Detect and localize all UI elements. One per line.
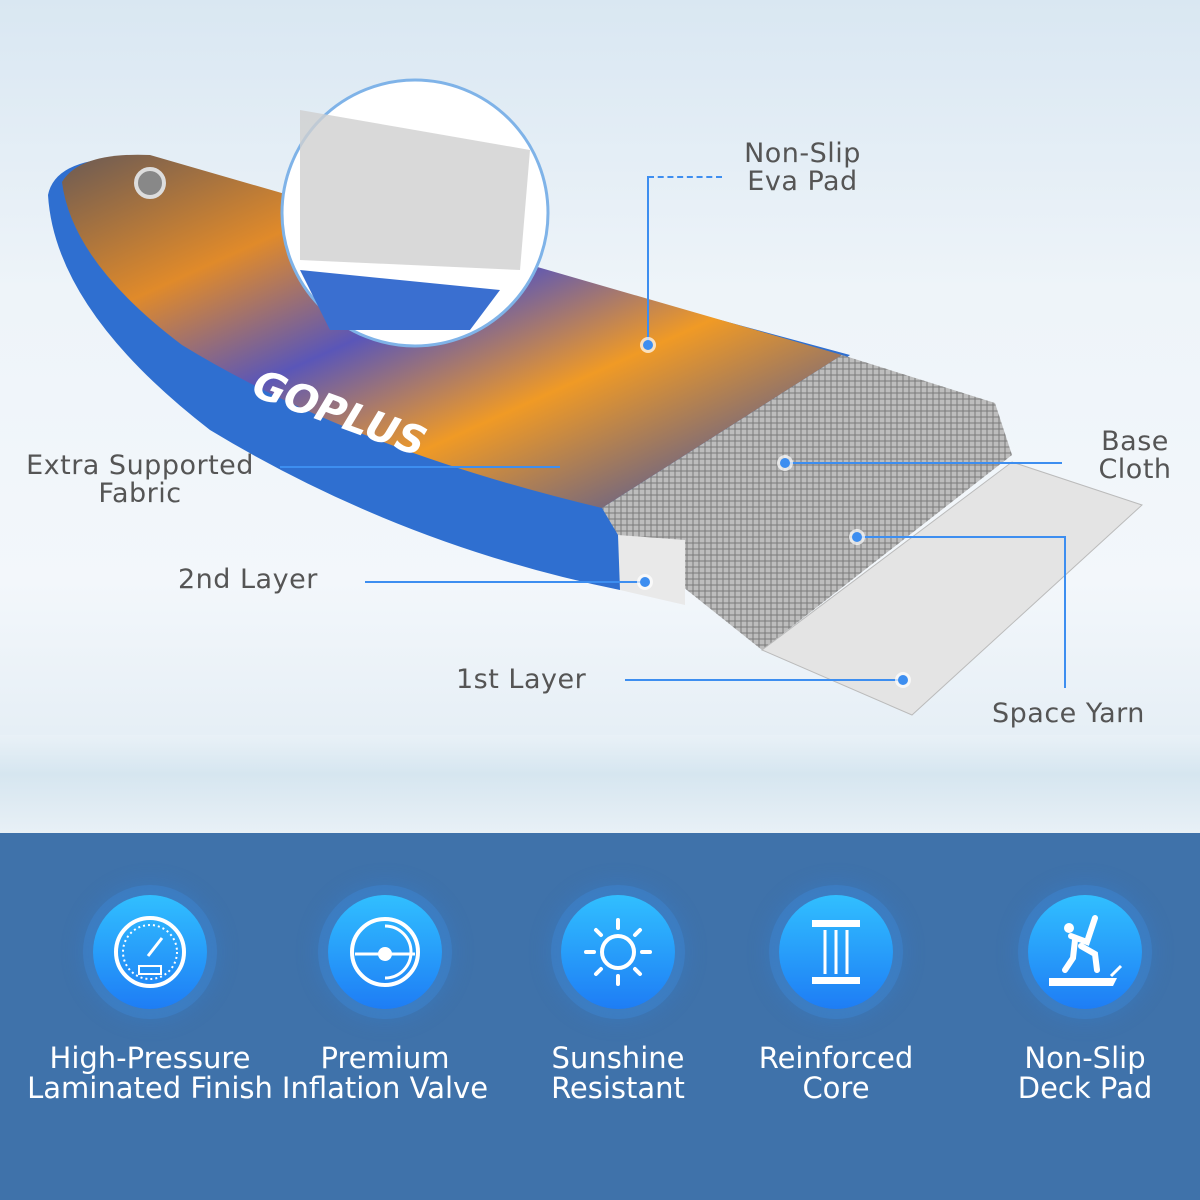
leader-line (280, 466, 560, 468)
leader-line (785, 462, 1062, 464)
callout-first-layer: 1st Layer (456, 664, 587, 695)
valve-icon (328, 895, 442, 1009)
callout-base-cloth: Base Cloth (1090, 428, 1180, 484)
feature-label: High-Pressure (49, 1041, 251, 1075)
feature-label: Deck Pad (1017, 1071, 1153, 1105)
magnified-inset (280, 78, 550, 348)
leader-line (648, 176, 722, 178)
sea-horizon (0, 735, 1200, 833)
feature-label: Core (802, 1071, 870, 1105)
callout-fabric: Extra Supported Fabric (15, 452, 265, 508)
feature-label: Reinforced (758, 1041, 914, 1075)
leader-line (857, 536, 1066, 538)
callout-text: Extra Supported (26, 450, 254, 481)
space-yarn-sheet (761, 461, 1143, 716)
callout-second-layer: 2nd Layer (178, 564, 318, 595)
callout-text: Base (1101, 426, 1169, 457)
sun-icon (561, 895, 675, 1009)
callout-eva-pad: Non-Slip Eva Pad (730, 140, 875, 196)
surfer-icon (1028, 895, 1142, 1009)
feature-label: Premium (320, 1041, 450, 1075)
leader-dot (898, 675, 908, 685)
callout-text: Eva Pad (747, 166, 858, 197)
feature-label: Non-Slip (1024, 1041, 1146, 1075)
callout-space-yarn: Space Yarn (992, 698, 1145, 729)
callout-text: Non-Slip (744, 138, 861, 169)
leader-dot (640, 577, 650, 587)
leader-line (647, 176, 649, 345)
leader-line (1064, 536, 1066, 688)
callout-text: Fabric (98, 478, 182, 509)
pressure-gauge-icon (93, 895, 207, 1009)
leader-dot (643, 340, 653, 350)
leader-line (365, 581, 645, 583)
callout-text: Cloth (1098, 454, 1172, 485)
pillar-icon (779, 895, 893, 1009)
leader-dot (852, 532, 862, 542)
leader-line (625, 679, 903, 681)
feature-label: Laminated Finish (27, 1071, 273, 1105)
feature-label: Inflation Valve (281, 1071, 489, 1105)
layer-cross-section (602, 355, 1012, 650)
feature-label: Resistant (551, 1071, 685, 1105)
feature-band (0, 833, 1200, 1200)
paddle-board-illustration: GOPLUS (48, 78, 1143, 716)
leader-dot (780, 458, 790, 468)
feature-label: Sunshine (551, 1041, 685, 1075)
